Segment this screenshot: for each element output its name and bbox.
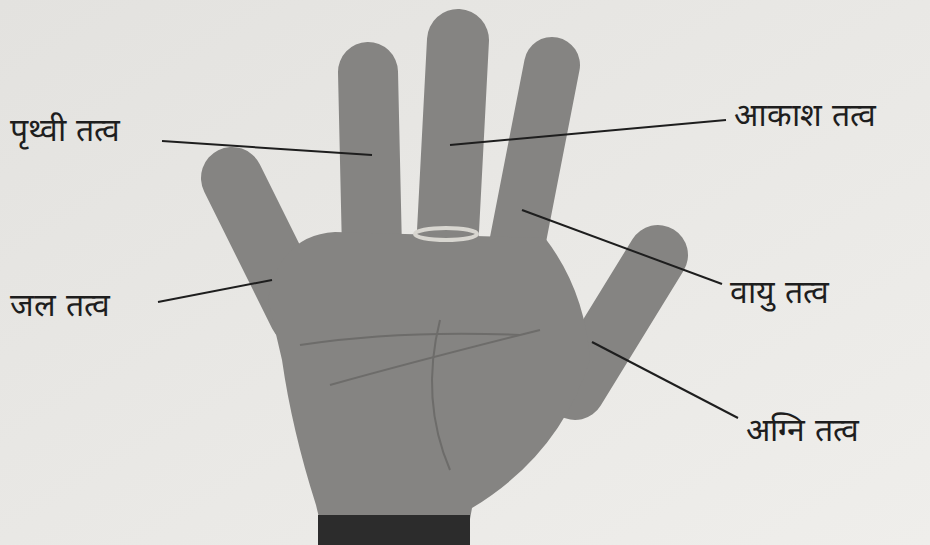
palm-line bbox=[432, 320, 450, 470]
palm bbox=[268, 232, 590, 530]
element-label: पृथ्वी तत्व bbox=[8, 111, 122, 149]
ring-finger bbox=[368, 72, 372, 250]
index-finger bbox=[515, 65, 552, 255]
leader-line bbox=[592, 342, 738, 418]
element-label: अग्नि तत्व bbox=[744, 411, 861, 449]
finger-ring bbox=[415, 228, 477, 240]
element-label: वायु तत्व bbox=[728, 273, 831, 311]
leader-lines bbox=[158, 120, 738, 418]
leader-line bbox=[522, 210, 722, 284]
element-label: जल तत्व bbox=[8, 286, 112, 324]
element-label: आकाश तत्व bbox=[732, 96, 878, 134]
palm-line bbox=[330, 330, 540, 385]
leader-line bbox=[158, 280, 272, 302]
palm-lines bbox=[300, 320, 540, 470]
leader-line bbox=[162, 141, 372, 155]
sleeve bbox=[318, 515, 470, 545]
leader-line bbox=[450, 120, 726, 145]
